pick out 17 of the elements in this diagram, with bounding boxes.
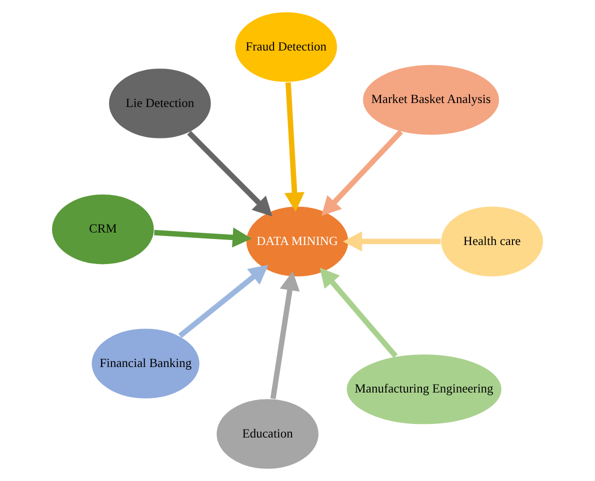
node-ellipse: Health care	[440, 206, 544, 278]
node-ellipse: DATA MINING	[246, 206, 350, 278]
node-ellipse: Fraud Detection	[234, 11, 338, 83]
node-ellipse: CRM	[51, 194, 155, 266]
arrow	[284, 82, 305, 212]
arrow	[270, 271, 300, 400]
arrow	[178, 264, 268, 338]
node-ellipse: Education	[216, 398, 320, 470]
node-ellipse: Manufacturing Engineering	[346, 354, 502, 426]
arrow	[154, 227, 252, 248]
arrow	[321, 130, 403, 216]
node-ellipse: Market Basket Analysis	[362, 64, 500, 136]
arrow	[342, 231, 441, 252]
node-ellipse: Lie Detection	[108, 68, 212, 140]
arrow	[187, 130, 272, 216]
node-ellipse: Financial Banking	[90, 328, 200, 400]
arrow	[320, 268, 398, 358]
